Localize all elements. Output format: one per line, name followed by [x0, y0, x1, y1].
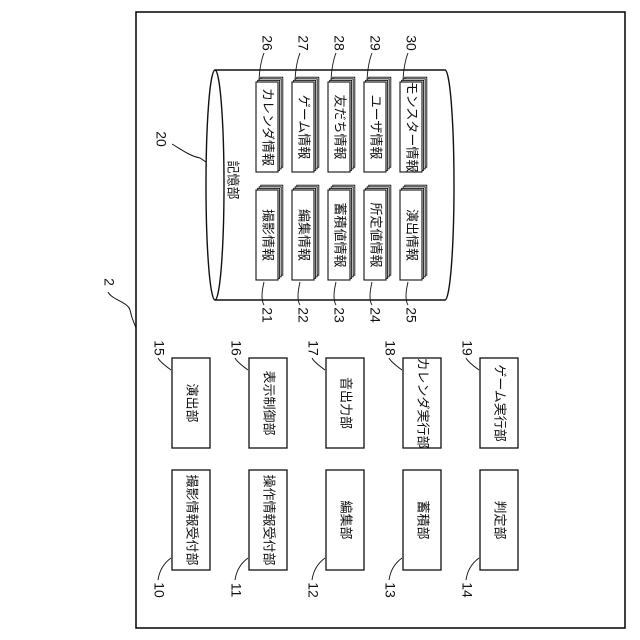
unit-label-12: 編集部 — [338, 500, 354, 539]
card-ref-leader — [334, 282, 336, 305]
card-ref-leader — [295, 53, 300, 80]
unit-18: カレンダ実行部 18 — [382, 340, 441, 448]
unit-10: 撮影情報受付部 10 — [151, 470, 210, 598]
device-ref-label: 2 — [101, 278, 117, 286]
info-card-29: ユーザ情報 29 — [364, 35, 391, 172]
unit-ref-16: 16 — [228, 340, 244, 356]
storage-ref-leader — [172, 144, 206, 162]
card-ref-leader — [406, 282, 408, 305]
card-ref-25: 25 — [403, 307, 419, 323]
unit-label-13: 蓄積部 — [415, 500, 430, 539]
info-card-27: ゲーム情報 27 — [292, 35, 319, 172]
card-ref-30: 30 — [403, 35, 419, 51]
unit-label-15: 演出部 — [184, 383, 200, 422]
card-label-23: 蓄積値情報 — [332, 202, 348, 267]
card-label-26: カレンダ情報 — [260, 88, 275, 166]
unit-ref-leader — [312, 558, 325, 580]
unit-11: 操作情報受付部 11 — [228, 470, 287, 597]
unit-ref-13: 13 — [382, 582, 398, 598]
card-ref-22: 22 — [295, 307, 311, 323]
storage-label: 記憶部 — [225, 160, 241, 199]
storage-ref-label: 20 — [153, 131, 169, 147]
card-label-28: 友だち情報 — [332, 94, 348, 159]
unit-label-14: 判定部 — [492, 500, 507, 539]
card-ref-leader — [331, 53, 336, 80]
unit-ref-leader — [389, 558, 402, 580]
info-card-28: 友だち情報 28 — [328, 35, 355, 172]
unit-label-18: カレンダ実行部 — [415, 357, 431, 448]
unit-17: 音出力部 17 — [305, 340, 364, 448]
unit-14: 判定部 14 — [459, 470, 518, 598]
card-label-27: ゲーム情報 — [296, 95, 311, 160]
unit-ref-17: 17 — [305, 340, 321, 356]
card-label-29: ユーザ情報 — [368, 95, 383, 160]
card-ref-leader — [370, 282, 372, 305]
card-label-21: 撮影情報 — [260, 209, 276, 261]
card-ref-21: 21 — [259, 307, 275, 323]
unit-ref-14: 14 — [459, 582, 475, 598]
unit-label-16: 表示制御部 — [261, 370, 276, 435]
info-card-26: カレンダ情報 26 — [256, 35, 283, 172]
unit-ref-leader — [389, 358, 402, 370]
unit-ref-leader — [235, 558, 248, 580]
info-card-30: モンスター情報 30 — [400, 35, 427, 172]
card-label-24: 所定値情報 — [368, 202, 384, 267]
unit-ref-12: 12 — [305, 582, 321, 598]
storage-info-cards: カレンダ情報 26 ゲーム情報 27 友だち情報 28 ユーザ情報 29 モンスター情報 30 撮影… — [256, 35, 427, 323]
card-ref-leader — [259, 53, 264, 80]
unit-label-11: 操作情報受付部 — [261, 474, 277, 565]
unit-label-10: 撮影情報受付部 — [184, 474, 200, 565]
card-ref-24: 24 — [367, 307, 383, 323]
unit-ref-18: 18 — [382, 340, 398, 356]
card-ref-26: 26 — [259, 35, 275, 51]
card-ref-23: 23 — [331, 307, 347, 323]
unit-ref-19: 19 — [459, 340, 475, 356]
card-ref-leader — [298, 282, 300, 305]
info-card-23: 蓄積値情報 23 — [328, 185, 355, 323]
card-ref-27: 27 — [295, 35, 311, 51]
card-ref-leader — [367, 53, 372, 80]
unit-label-17: 音出力部 — [338, 377, 354, 429]
device-ref-leader — [108, 292, 136, 328]
unit-ref-leader — [235, 358, 248, 370]
unit-16: 表示制御部 16 — [228, 340, 287, 448]
unit-ref-10: 10 — [151, 582, 167, 598]
unit-ref-leader — [466, 358, 479, 370]
unit-ref-leader — [158, 358, 171, 370]
unit-12: 編集部 12 — [305, 470, 364, 598]
card-ref-29: 29 — [367, 35, 383, 51]
info-card-22: 編集情報 22 — [292, 185, 319, 323]
info-card-21: 撮影情報 21 — [256, 185, 283, 323]
card-label-25: 演出情報 — [404, 209, 420, 261]
unit-15: 演出部 15 — [151, 340, 210, 448]
unit-ref-15: 15 — [151, 340, 167, 356]
card-ref-leader — [403, 53, 408, 80]
unit-ref-11: 11 — [228, 583, 244, 598]
unit-ref-leader — [466, 558, 479, 580]
unit-ref-leader — [158, 558, 171, 580]
card-ref-leader — [262, 282, 264, 305]
unit-ref-leader — [312, 358, 325, 370]
card-label-30: モンスター情報 — [404, 82, 419, 173]
unit-label-19: ゲーム実行部 — [492, 364, 508, 442]
info-card-25: 演出情報 25 — [400, 185, 427, 323]
unit-19: ゲーム実行部 19 — [459, 340, 518, 448]
card-ref-28: 28 — [331, 35, 347, 51]
card-label-22: 編集情報 — [296, 209, 312, 261]
unit-13: 蓄積部 13 — [382, 470, 441, 598]
info-card-24: 所定値情報 24 — [364, 185, 391, 323]
functional-units: 演出部 15 表示制御部 16 音出力部 17 カレンダ実行部 18 ゲーム実行部 19 撮影情報受… — [151, 340, 518, 598]
